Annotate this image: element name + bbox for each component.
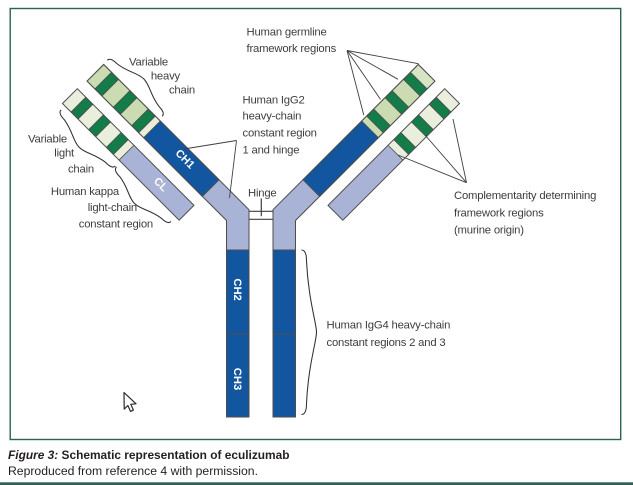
svg-text:Variable: Variable [28,134,67,146]
svg-text:constant region: constant region [243,128,317,140]
svg-text:CH2: CH2 [231,278,243,300]
svg-text:chain: chain [169,85,195,97]
svg-text:framework regions: framework regions [454,208,544,220]
svg-text:CH3: CH3 [231,368,243,390]
svg-text:Complementarity determining: Complementarity determining [454,190,596,202]
svg-text:constant regions 2 and 3: constant regions 2 and 3 [327,337,446,349]
svg-text:Variable: Variable [129,57,168,69]
svg-text:Human germline: Human germline [247,27,327,39]
svg-text:(murine origin): (murine origin) [454,225,524,237]
svg-text:constant region: constant region [79,219,153,231]
svg-text:Human kappa: Human kappa [51,186,120,198]
svg-text:Human IgG2: Human IgG2 [243,95,305,107]
svg-text:light-chain: light-chain [88,202,137,214]
svg-text:Human IgG4 heavy-chain: Human IgG4 heavy-chain [327,320,451,332]
svg-text:Hinge: Hinge [248,188,277,200]
svg-text:1 and hinge: 1 and hinge [243,145,300,157]
svg-text:light: light [54,148,75,160]
svg-text:heavy-chain: heavy-chain [243,111,302,123]
svg-text:chain: chain [68,164,94,176]
svg-text:heavy: heavy [151,71,181,83]
svg-text:framework regions: framework regions [247,43,337,55]
